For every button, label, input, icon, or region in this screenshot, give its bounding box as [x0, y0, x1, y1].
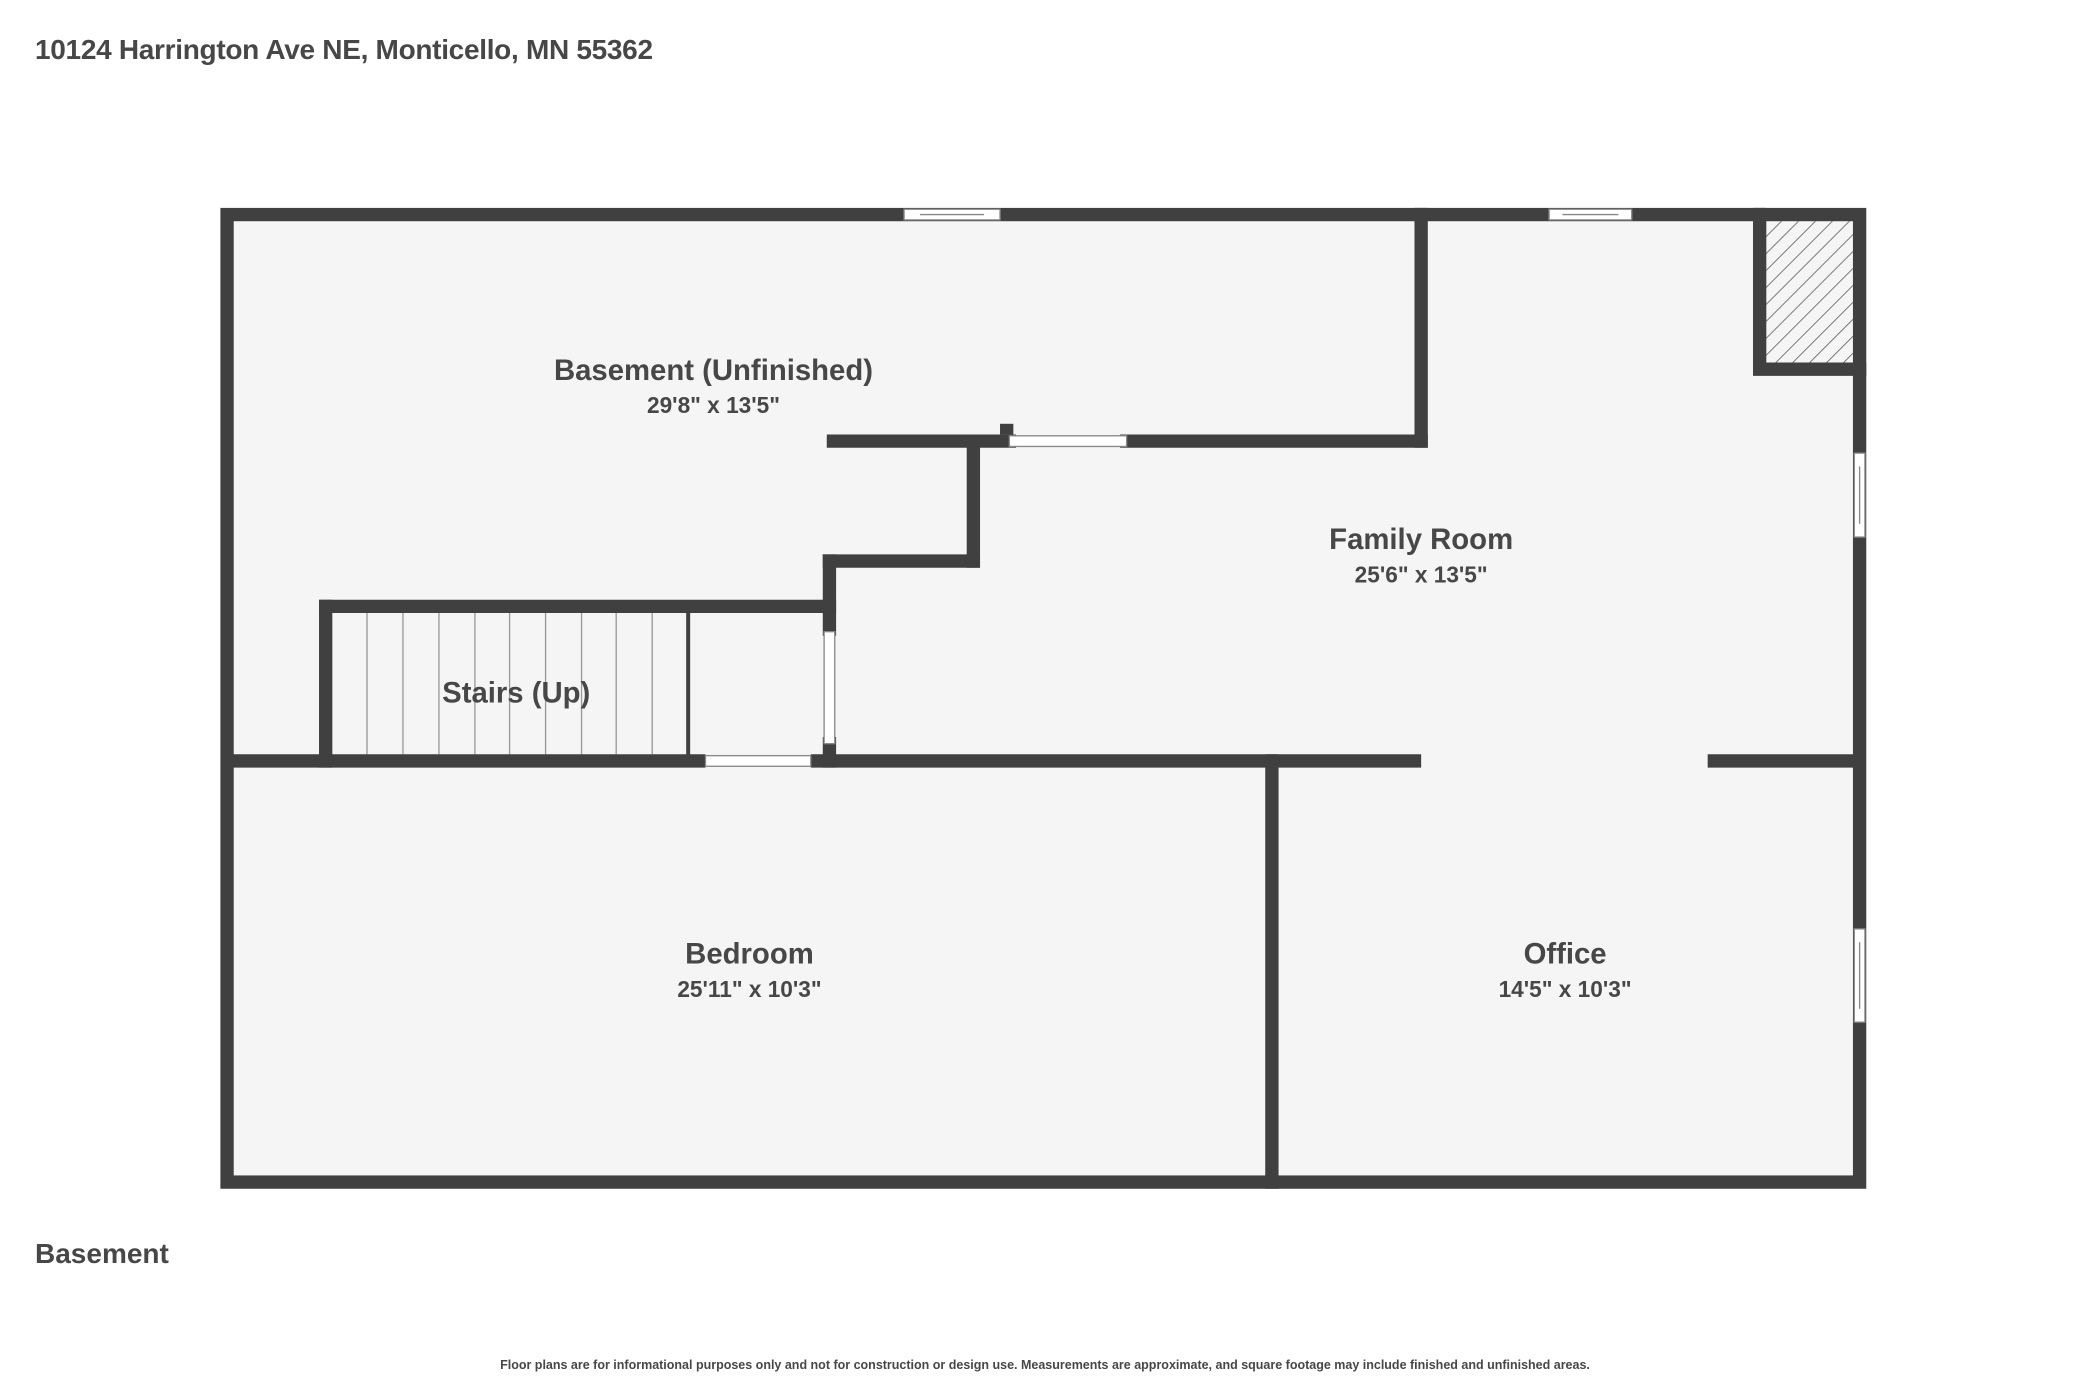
room-dims-bedroom: 25'11" x 10'3" — [677, 976, 821, 1002]
walls — [220, 207, 1867, 1189]
disclaimer: Floor plans are for informational purpos… — [500, 1358, 1590, 1372]
room-label-family-room: Family Room — [1329, 523, 1513, 556]
room-dims-basement-unfinished: 29'8" x 13'5" — [647, 392, 780, 418]
openings — [704, 208, 1866, 1023]
door — [823, 631, 836, 745]
room-label-office: Office — [1524, 938, 1607, 971]
chimney-hatch — [1759, 221, 1853, 370]
room-label-bedroom: Bedroom — [685, 938, 814, 971]
floor-label: Basement — [35, 1238, 169, 1269]
room-dims-office: 14'5" x 10'3" — [1499, 976, 1632, 1002]
room-label-basement-unfinished: Basement (Unfinished) — [554, 354, 873, 387]
floor-area — [227, 214, 1860, 1183]
stair-treads — [366, 613, 653, 755]
door — [1008, 435, 1128, 448]
door — [704, 754, 812, 767]
room-dims-family-room: 25'6" x 13'5" — [1355, 561, 1488, 587]
room-label-stairs: Stairs (Up) — [442, 676, 590, 709]
property-address: 10124 Harrington Ave NE, Monticello, MN … — [35, 34, 653, 65]
